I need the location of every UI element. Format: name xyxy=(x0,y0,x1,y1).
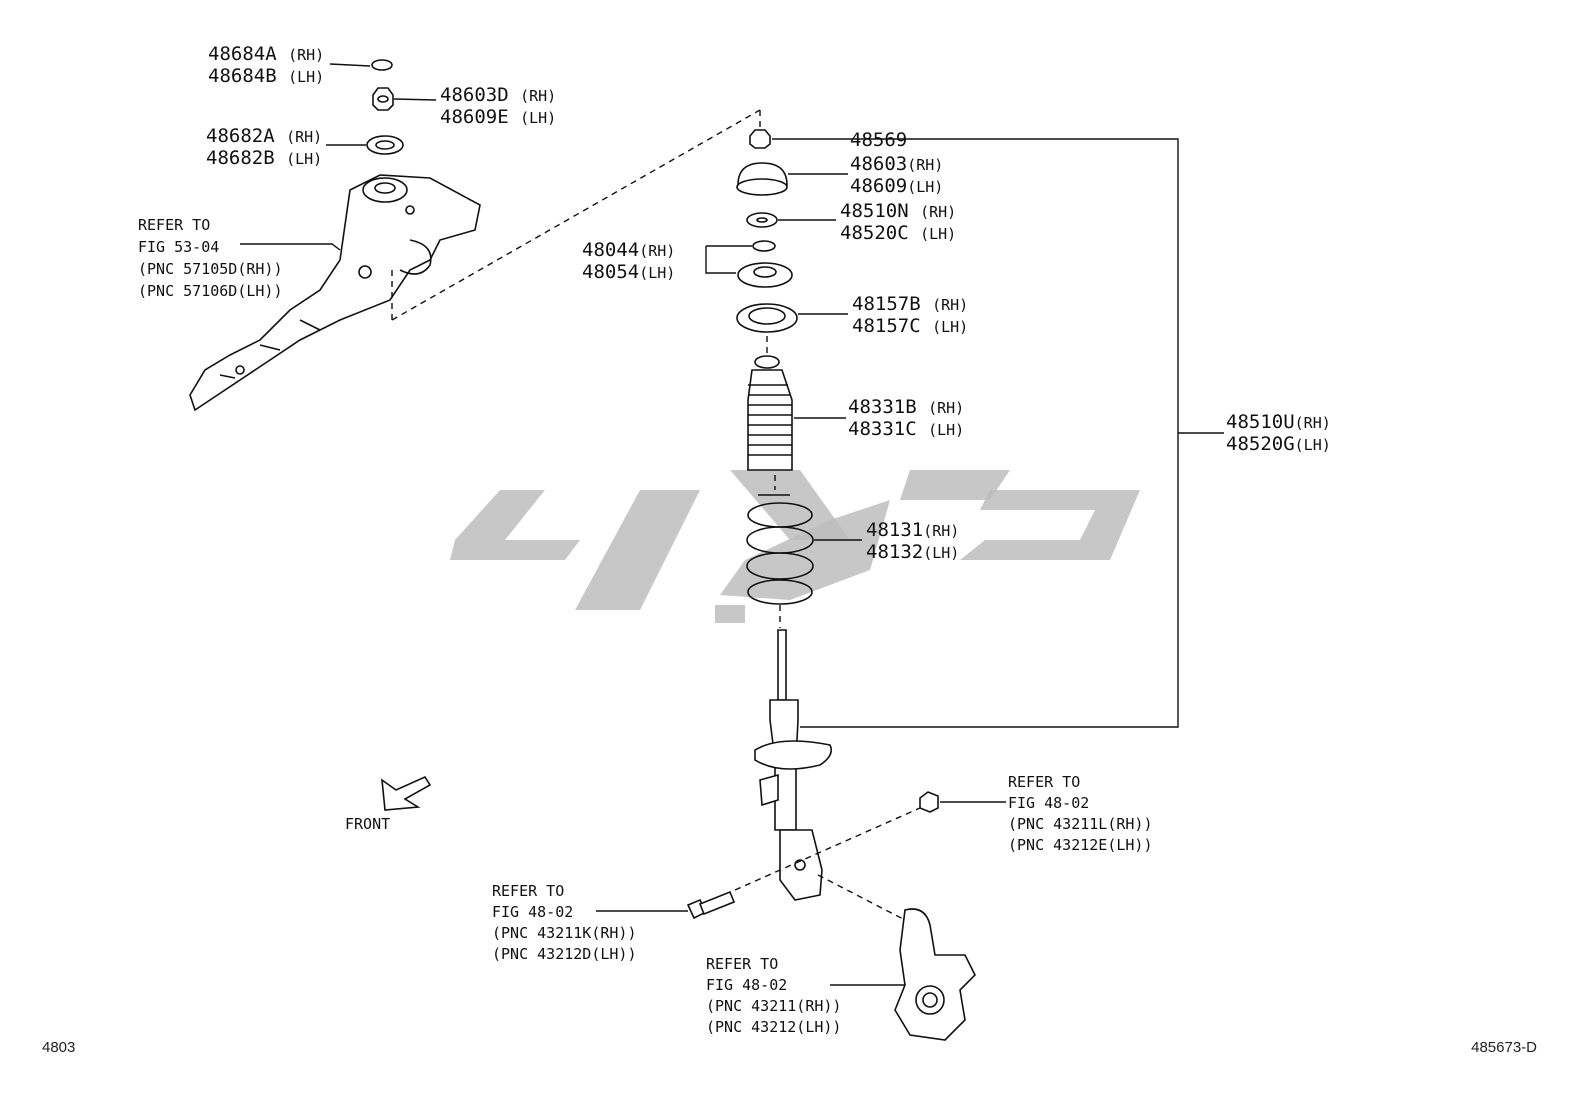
svg-text:48044(RH): 48044(RH) xyxy=(582,239,675,261)
bellows-48331 xyxy=(747,355,793,471)
svg-text:(PNC 43212E(LH)): (PNC 43212E(LH)) xyxy=(1008,836,1153,854)
svg-text:(PNC 43211(RH)): (PNC 43211(RH)) xyxy=(706,997,841,1015)
svg-text:REFER TO: REFER TO xyxy=(138,216,210,234)
body-panel xyxy=(189,174,481,412)
svg-text:(PNC 43211L(RH)): (PNC 43211L(RH)) xyxy=(1008,815,1153,833)
svg-text:48131(RH): 48131(RH) xyxy=(866,519,959,541)
label-48684: 48684A (RH) 48684B (LH) xyxy=(208,43,324,87)
svg-text:48682A (RH): 48682A (RH) xyxy=(206,125,322,147)
washer-48044 xyxy=(752,240,776,252)
label-48682: 48682A (RH) 48682B (LH) xyxy=(206,125,322,169)
page-number: 4803 xyxy=(42,1039,75,1056)
label-48603: 48603(RH) 48609(LH) xyxy=(850,153,943,197)
front-arrow-icon xyxy=(381,775,432,811)
svg-text:(PNC 43212(LH)): (PNC 43212(LH)) xyxy=(706,1018,841,1036)
svg-text:REFER TO: REFER TO xyxy=(1008,773,1080,791)
svg-text:48157C (LH): 48157C (LH) xyxy=(852,315,968,337)
nut-43211l xyxy=(919,791,939,813)
washer-48684 xyxy=(371,59,393,71)
label-48510n: 48510N (RH) 48520C (LH) xyxy=(840,200,956,244)
svg-text:48682B (LH): 48682B (LH) xyxy=(206,147,322,169)
label-48044: 48044(RH) 48054(LH) xyxy=(582,239,675,283)
svg-text:48520G(LH): 48520G(LH) xyxy=(1226,433,1331,455)
svg-text:48603(RH): 48603(RH) xyxy=(850,153,943,175)
label-48603d: 48603D (RH) 48609E (LH) xyxy=(440,84,556,128)
svg-text:(PNC 43211K(RH)): (PNC 43211K(RH)) xyxy=(492,924,637,942)
leader-lines xyxy=(240,63,1224,986)
coil-spring-48131 xyxy=(746,494,814,605)
svg-text:48569: 48569 xyxy=(850,129,907,151)
alignment-lines xyxy=(391,109,921,921)
dust-cover-48603 xyxy=(736,162,788,196)
illustration-id: 485673-D xyxy=(1471,1039,1537,1056)
spring-seat-48157 xyxy=(736,303,798,333)
svg-text:48157B (RH): 48157B (RH) xyxy=(852,293,968,315)
label-refer-fig-48-02-knuckle: REFER TO FIG 48-02 (PNC 43211(RH)) (PNC … xyxy=(706,955,841,1036)
washer-48510n xyxy=(746,212,778,228)
svg-text:REFER TO: REFER TO xyxy=(706,955,778,973)
svg-text:FIG 48-02: FIG 48-02 xyxy=(1008,794,1089,812)
svg-text:48331B (RH): 48331B (RH) xyxy=(848,396,964,418)
label-refer-fig-53-04: REFER TO FIG 53-04 (PNC 57105D(RH)) (PNC… xyxy=(138,216,283,300)
svg-text:FIG 48-02: FIG 48-02 xyxy=(492,903,573,921)
svg-text:(PNC 43212D(LH)): (PNC 43212D(LH)) xyxy=(492,945,637,963)
svg-text:FIG 48-02: FIG 48-02 xyxy=(706,976,787,994)
nut-48603d xyxy=(372,87,394,111)
svg-text:48684A (RH): 48684A (RH) xyxy=(208,43,324,65)
svg-text:48054(LH): 48054(LH) xyxy=(582,261,675,283)
svg-text:48609(LH): 48609(LH) xyxy=(850,175,943,197)
label-48569: 48569 xyxy=(850,129,907,151)
svg-text:48603D (RH): 48603D (RH) xyxy=(440,84,556,106)
bolt-43211k xyxy=(686,890,736,920)
svg-text:48510U(RH): 48510U(RH) xyxy=(1226,411,1331,433)
shock-absorber xyxy=(754,629,833,901)
label-refer-fig-48-02-bolt: REFER TO FIG 48-02 (PNC 43211K(RH)) (PNC… xyxy=(492,882,637,963)
label-48331: 48331B (RH) 48331C (LH) xyxy=(848,396,964,440)
svg-text:48520C (LH): 48520C (LH) xyxy=(840,222,956,244)
svg-text:REFER TO: REFER TO xyxy=(492,882,564,900)
svg-text:(PNC 57105D(RH)): (PNC 57105D(RH)) xyxy=(138,260,283,278)
label-refer-fig-48-02-nut: REFER TO FIG 48-02 (PNC 43211L(RH)) (PNC… xyxy=(1008,773,1153,854)
svg-text:48331C (LH): 48331C (LH) xyxy=(848,418,964,440)
label-48131: 48131(RH) 48132(LH) xyxy=(866,519,959,563)
label-48510u: 48510U(RH) 48520G(LH) xyxy=(1226,411,1331,455)
svg-text:48609E (LH): 48609E (LH) xyxy=(440,106,556,128)
bearing-48682 xyxy=(366,135,404,155)
front-label: FRONT xyxy=(345,815,390,833)
svg-text:48684B (LH): 48684B (LH) xyxy=(208,65,324,87)
svg-text:48510N (RH): 48510N (RH) xyxy=(840,200,956,222)
knuckle xyxy=(894,908,976,1041)
svg-text:(PNC 57106D(LH)): (PNC 57106D(LH)) xyxy=(138,282,283,300)
svg-text:FIG 53-04: FIG 53-04 xyxy=(138,238,219,256)
svg-text:48132(LH): 48132(LH) xyxy=(866,541,959,563)
watermark-logo xyxy=(450,470,1140,623)
nut-48569 xyxy=(749,129,771,149)
label-48157: 48157B (RH) 48157C (LH) xyxy=(852,293,968,337)
seat-48044 xyxy=(737,262,793,288)
